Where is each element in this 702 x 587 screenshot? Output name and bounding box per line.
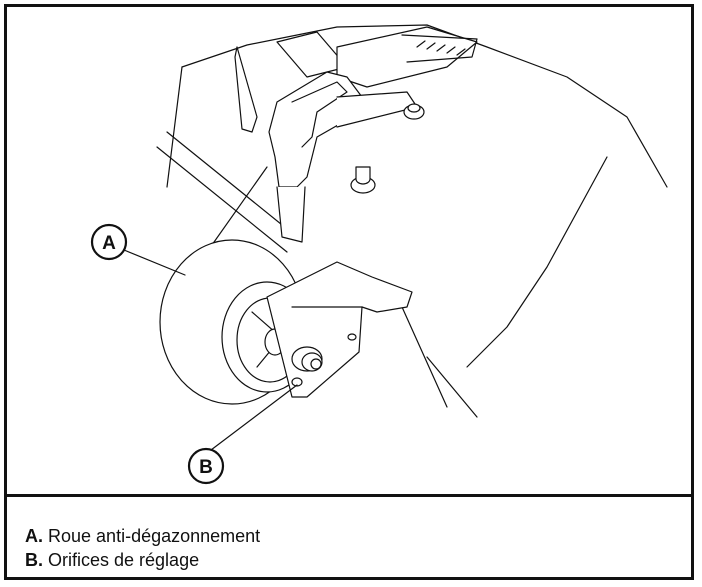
callout-a-leader [123,249,186,276]
mount-bracket [268,71,363,188]
mower-wheel-drawing: A B [90,24,668,485]
wheel-post [276,186,306,243]
technical-illustration: A B [7,7,691,494]
legend-divider [7,494,691,497]
axle-bolt [291,346,323,372]
callout-a: A [90,223,128,261]
legend-text: Orifices de réglage [48,550,200,570]
legend-text: Roue anti-dégazonnement [48,526,261,546]
legend: A. Roue anti-dégazonnement B. Orifices d… [25,524,260,572]
legend-key: B. [25,550,43,570]
callout-b-leader [210,384,298,451]
figure-frame: A B A. Roue anti-dégazonnement B. Orific… [4,4,694,580]
adjustment-holes [291,333,357,387]
legend-item: B. Orifices de réglage [25,548,260,572]
legend-key: A. [25,526,43,546]
callout-a-letter: A [102,233,116,254]
callout-b-letter: B [199,457,213,478]
legend-item: A. Roue anti-dégazonnement [25,524,260,548]
callout-b: B [187,447,225,485]
bolt-upper [403,103,425,120]
upper-frame [234,46,258,133]
bolt-mid [350,166,376,194]
